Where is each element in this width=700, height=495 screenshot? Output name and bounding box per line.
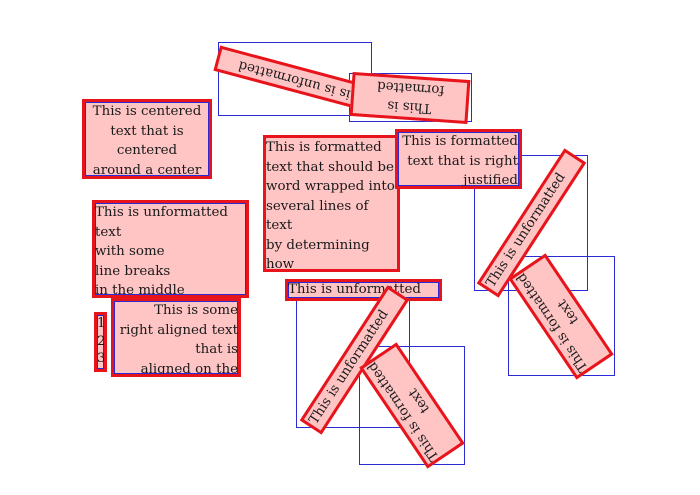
right-aligned-text-box: This is some right aligned text that is … (111, 298, 241, 377)
word-wrapped-text-label: This is formatted text that should be wo… (266, 140, 395, 272)
numbers-column-label: 1 2 3 (97, 316, 106, 366)
centered-text-label: This is centered text that is centered a… (92, 104, 202, 178)
numbers-column-box: 1 2 3 (94, 312, 107, 372)
rotated-formatted-text-top-label: This is formatted text (376, 72, 445, 116)
rotated-formatted-text-top: This is formatted text (349, 71, 471, 125)
unformatted-line-breaks-box: This is unformatted text with some line … (92, 200, 249, 298)
centered-text-box: This is centered text that is centered a… (82, 99, 212, 179)
word-wrapped-text-box: This is formatted text that should be wo… (263, 135, 400, 272)
right-justified-text-box: This is formatted text that is right jus… (395, 129, 522, 189)
unformatted-line-breaks-label: This is unformatted text with some line … (95, 205, 228, 298)
unformatted-single-line-label: This is unformatted text (288, 282, 421, 297)
right-justified-text-label: This is formatted text that is right jus… (402, 134, 518, 188)
bounding-box-rot-formatted-right (508, 256, 615, 376)
unformatted-single-line-box: This is unformatted text (285, 279, 442, 301)
bounding-box-rot-formatted-bottom (359, 346, 465, 465)
right-aligned-text-label: This is some right aligned text that is … (119, 303, 238, 377)
